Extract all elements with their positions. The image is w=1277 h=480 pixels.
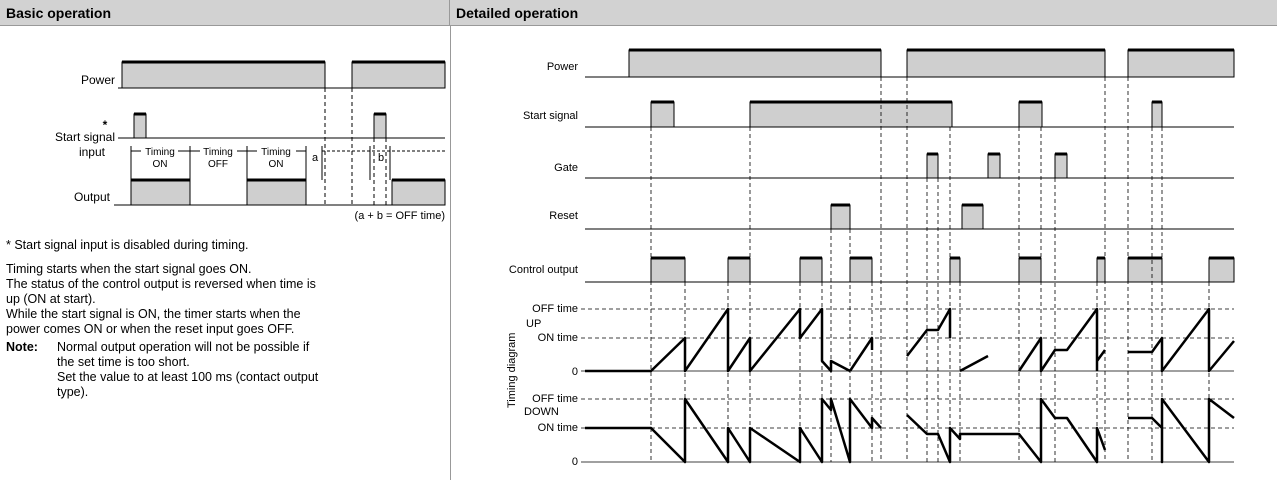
basic-off: OFF [208, 159, 228, 170]
basic-on-2: ON [269, 159, 284, 170]
basic-start-signal-label: Start signal [55, 130, 115, 144]
detail-down-zero: 0 [572, 456, 578, 468]
basic-output-waveform [114, 178, 446, 206]
basic-note: Note: Normal output operation will not b… [6, 340, 446, 400]
detail-control-output-label: Control output [509, 264, 578, 276]
detailed-operation-header: Detailed operation [450, 0, 1277, 26]
basic-start-signal-waveform [118, 112, 445, 139]
basic-interval-a: a [312, 152, 319, 164]
desc-line: up (ON at start). [6, 292, 96, 306]
basic-timing-off: Timing [203, 147, 233, 158]
detail-up-off-time: OFF time [532, 303, 578, 315]
detail-dashed-guides [650, 77, 1210, 462]
basic-timing-intervals [130, 146, 445, 180]
basic-output-label: Output [74, 190, 111, 204]
desc-line: While the start signal is ON, the timer … [6, 307, 301, 321]
detail-control-output-waveform [585, 256, 1235, 283]
desc-line: Timing starts when the start signal goes… [6, 262, 252, 276]
detail-up-label: UP [526, 318, 541, 330]
detail-gate-waveform [585, 152, 1234, 179]
detail-up-curve [585, 307, 1235, 373]
detail-gate-label: Gate [554, 162, 578, 174]
basic-power-waveform [118, 60, 446, 89]
basic-timing-diagram: Power * Start signal input Output [55, 60, 446, 222]
basic-timing-on-2: Timing [261, 147, 291, 158]
basic-asterisk: * [103, 118, 108, 132]
desc-line: power comes ON or when the reset input g… [6, 322, 295, 336]
detail-down-curve [585, 397, 1235, 464]
basic-interval-b: b [378, 152, 384, 164]
note-line: the set time is too short. [57, 355, 190, 369]
basic-input-label: input [79, 145, 106, 159]
basic-dashed-guides [324, 88, 387, 205]
detail-down-label: DOWN [524, 406, 559, 418]
desc-line: The status of the control output is reve… [6, 277, 316, 291]
detail-up-on-time: ON time [538, 332, 578, 344]
detail-timing-axes [581, 308, 1234, 463]
detail-reset-label: Reset [549, 210, 578, 222]
detail-start-signal-waveform [585, 100, 1234, 128]
basic-footnote: * Start signal input is disabled during … [6, 238, 249, 252]
detail-timing-diagram-label: Timing diagram [506, 333, 518, 408]
detail-power-waveform [585, 48, 1235, 78]
basic-operation-header: Basic operation [0, 0, 450, 26]
note-label: Note: [6, 340, 38, 354]
note-line: Set the value to at least 100 ms (contac… [57, 370, 319, 384]
basic-description: Timing starts when the start signal goes… [6, 262, 446, 337]
detail-start-signal-label: Start signal [523, 110, 578, 122]
detail-down-on-time: ON time [538, 422, 578, 434]
basic-timing-on-1: Timing [145, 147, 175, 158]
basic-power-label: Power [81, 73, 115, 87]
note-line: type). [57, 385, 89, 399]
detail-up-zero: 0 [572, 366, 578, 378]
column-divider [450, 26, 451, 480]
note-line: Normal output operation will not be poss… [57, 340, 310, 354]
basic-on-1: ON [153, 159, 168, 170]
detail-reset-waveform [585, 203, 1234, 230]
detail-down-off-time: OFF time [532, 393, 578, 405]
basic-formula: (a + b = OFF time) [355, 210, 445, 222]
detail-power-label: Power [547, 61, 579, 73]
